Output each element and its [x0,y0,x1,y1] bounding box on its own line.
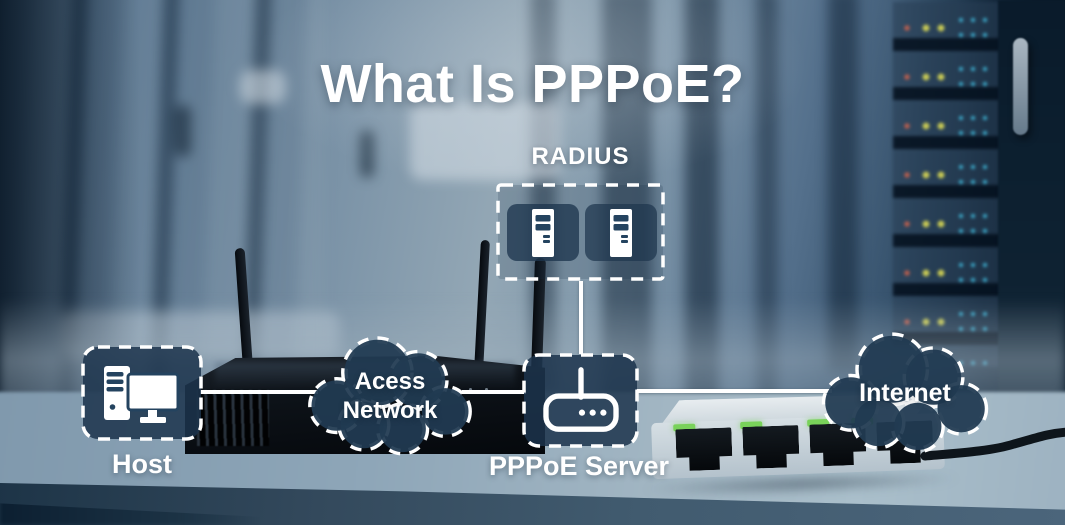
rack-handle-blur [175,105,191,157]
ethernet-port [742,425,799,469]
page-title: What Is PPPoE? [320,54,745,114]
router-led [469,388,472,391]
connector-host-to-access [200,390,318,394]
server-icon [532,209,554,257]
radius-server-tile [585,204,657,261]
aisle-light-shade [250,0,810,190]
cloud-shape [308,336,472,456]
pppoe-server-label: PPPoE Server [488,451,670,481]
access-network-cloud: Acess Network [305,330,475,458]
host-node [81,345,203,441]
internet-label: Internet [859,379,951,407]
background-light-blob [240,70,286,104]
access-network-line2: Network [342,397,438,424]
server-icon [610,209,632,257]
router-vents [197,390,269,446]
access-network-label: Acess Network [305,367,475,425]
rack-handle-blur [360,130,374,178]
radius-label: RADIUS [531,143,630,170]
connector-access-to-pppoe [462,390,526,394]
internet-cloud: Internet [820,326,990,454]
connector-pppoe-to-internet [636,389,832,393]
host-label: Host [112,449,172,479]
access-network-line1: Acess [354,368,426,395]
pppoe-dashed-frame [522,353,639,448]
cloud-shape [821,332,989,454]
rack-door-handle [1013,38,1028,135]
pppoe-server-node [522,353,639,448]
radius-server-tile [507,204,579,261]
connector-radius-to-pppoe [579,281,583,354]
background-light-blob [410,102,560,180]
router-led [485,388,488,391]
radius-group-box [496,183,665,281]
desktop-computer-icon [104,366,180,423]
wifi-router-icon [543,367,619,432]
